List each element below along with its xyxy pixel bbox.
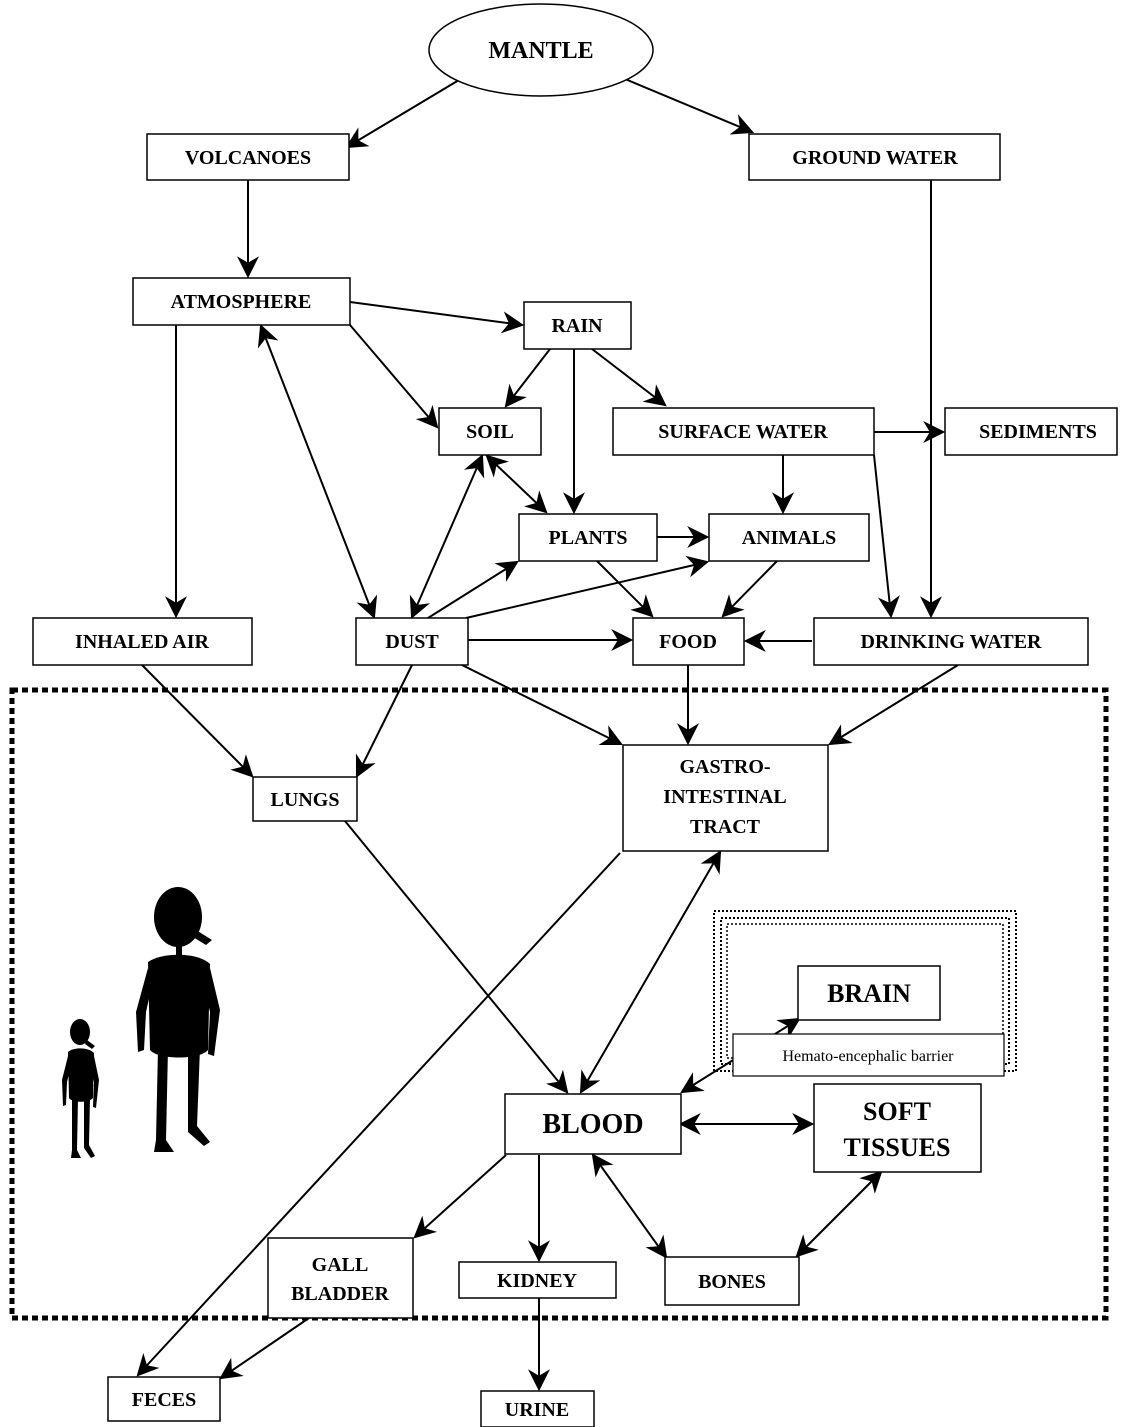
edge-plants-to-food: [596, 560, 654, 618]
blood-label: BLOOD: [542, 1109, 643, 1140]
edge-soft-tissues-to-bones: [795, 1170, 883, 1258]
node-brain: BRAIN: [797, 965, 941, 1021]
edge-rain-to-soil: [504, 348, 551, 408]
node-urine: URINE: [480, 1390, 595, 1427]
node-blood: BLOOD: [504, 1093, 682, 1155]
node-volcanoes: VOLCANOES: [146, 133, 350, 181]
node-gi-tract: GASTRO- INTESTINAL TRACT: [622, 744, 829, 852]
ground-water-label: GROUND WATER: [792, 147, 958, 169]
node-mantle: MANTLE: [428, 3, 654, 97]
node-soil: SOIL: [438, 407, 542, 456]
edge-dust-to-plants: [427, 560, 519, 619]
node-surface-water: SURFACE WATER: [612, 407, 875, 456]
node-atmosphere: ATMOSPHERE: [132, 277, 351, 326]
node-food: FOOD: [632, 617, 745, 666]
bones-label: BONES: [698, 1271, 766, 1293]
volcanoes-label: VOLCANOES: [185, 147, 311, 169]
adult-figure-icon: [136, 887, 220, 1152]
edge-blood-to-bones: [591, 1153, 668, 1259]
edge-lungs-to-blood: [344, 820, 569, 1094]
node-ground-water: GROUND WATER: [748, 133, 1001, 181]
barrier-label: Hemato-encephalic barrier: [782, 1048, 954, 1065]
edge-gi-tract-to-feces: [136, 852, 621, 1377]
soft-tissues-label-line1: SOFT: [863, 1097, 931, 1126]
edge-dust-to-animals: [465, 555, 710, 619]
atmosphere-label: ATMOSPHERE: [171, 291, 312, 313]
lungs-label: LUNGS: [271, 789, 340, 811]
rain-label: RAIN: [551, 315, 603, 337]
food-label: FOOD: [659, 631, 717, 653]
gall-bladder-label-line1: GALL: [312, 1254, 369, 1276]
body-boundary: [9, 687, 1109, 1321]
brain-label: BRAIN: [827, 979, 911, 1008]
node-kidney: KIDNEY: [458, 1261, 617, 1299]
child-figure-icon: [62, 1019, 99, 1158]
sediments-label: SEDIMENTS: [979, 421, 1097, 443]
edge-dust-to-gi-tract: [461, 664, 623, 746]
node-rain: RAIN: [523, 301, 632, 350]
edge-atmosphere-to-dust: [257, 323, 378, 620]
node-lungs: LUNGS: [252, 776, 358, 822]
soft-tissues-label-line2: TISSUES: [844, 1133, 951, 1162]
node-plants: PLANTS: [518, 513, 658, 562]
edge-inhaled-air-to-lungs: [141, 664, 254, 778]
kidney-label: KIDNEY: [497, 1270, 578, 1292]
edge-atmosphere-to-soil: [349, 324, 439, 429]
mantle-label: MANTLE: [488, 38, 593, 64]
edge-gi-tract-to-blood: [579, 850, 722, 1094]
inhaled-air-label: INHALED AIR: [75, 631, 209, 653]
surface-water-label: SURFACE WATER: [658, 421, 828, 443]
feces-label: FECES: [132, 1389, 196, 1411]
edge-soil-to-dust: [409, 453, 485, 620]
edge-blood-to-gall-bladder: [413, 1154, 507, 1239]
drinking-water-label: DRINKING WATER: [861, 631, 1043, 653]
node-dust: DUST: [355, 617, 469, 666]
node-drinking-water: DRINKING WATER: [813, 617, 1089, 666]
node-barrier: Hemato-encephalic barrier: [732, 1033, 1005, 1077]
edges-layer: [136, 73, 959, 1392]
dust-label: DUST: [385, 631, 439, 653]
node-animals: ANIMALS: [708, 513, 870, 562]
gi-tract-label-line1: GASTRO-: [679, 756, 770, 778]
node-inhaled-air: INHALED AIR: [32, 617, 253, 666]
edge-drinking-water-to-gi-tract: [828, 664, 959, 746]
node-bones: BONES: [664, 1256, 800, 1306]
edge-dust-to-lungs: [355, 664, 413, 778]
edge-gall-bladder-to-feces: [219, 1317, 310, 1380]
edge-mantle-to-volcanoes: [345, 73, 470, 149]
edge-mantle-to-ground-water: [612, 73, 755, 135]
animals-label: ANIMALS: [742, 527, 836, 549]
node-gall-bladder: GALL BLADDER: [267, 1237, 414, 1319]
edge-atmosphere-to-rain: [349, 301, 525, 334]
edge-rain-to-surface-water: [591, 348, 667, 407]
urine-label: URINE: [505, 1399, 569, 1421]
plants-label: PLANTS: [549, 527, 628, 549]
edge-surface-water-to-drinking-water: [873, 454, 900, 619]
node-soft-tissues: SOFT TISSUES: [813, 1083, 982, 1173]
soil-label: SOIL: [466, 421, 514, 443]
node-sediments: SEDIMENTS: [944, 407, 1118, 456]
edge-animals-to-food: [721, 560, 778, 618]
gi-tract-label-line3: TRACT: [690, 816, 761, 838]
gall-bladder-label-line2: BLADDER: [291, 1283, 389, 1305]
gi-tract-label-line2: INTESTINAL: [663, 786, 786, 808]
edge-soil-to-plants: [485, 454, 548, 514]
node-feces: FECES: [107, 1376, 221, 1422]
